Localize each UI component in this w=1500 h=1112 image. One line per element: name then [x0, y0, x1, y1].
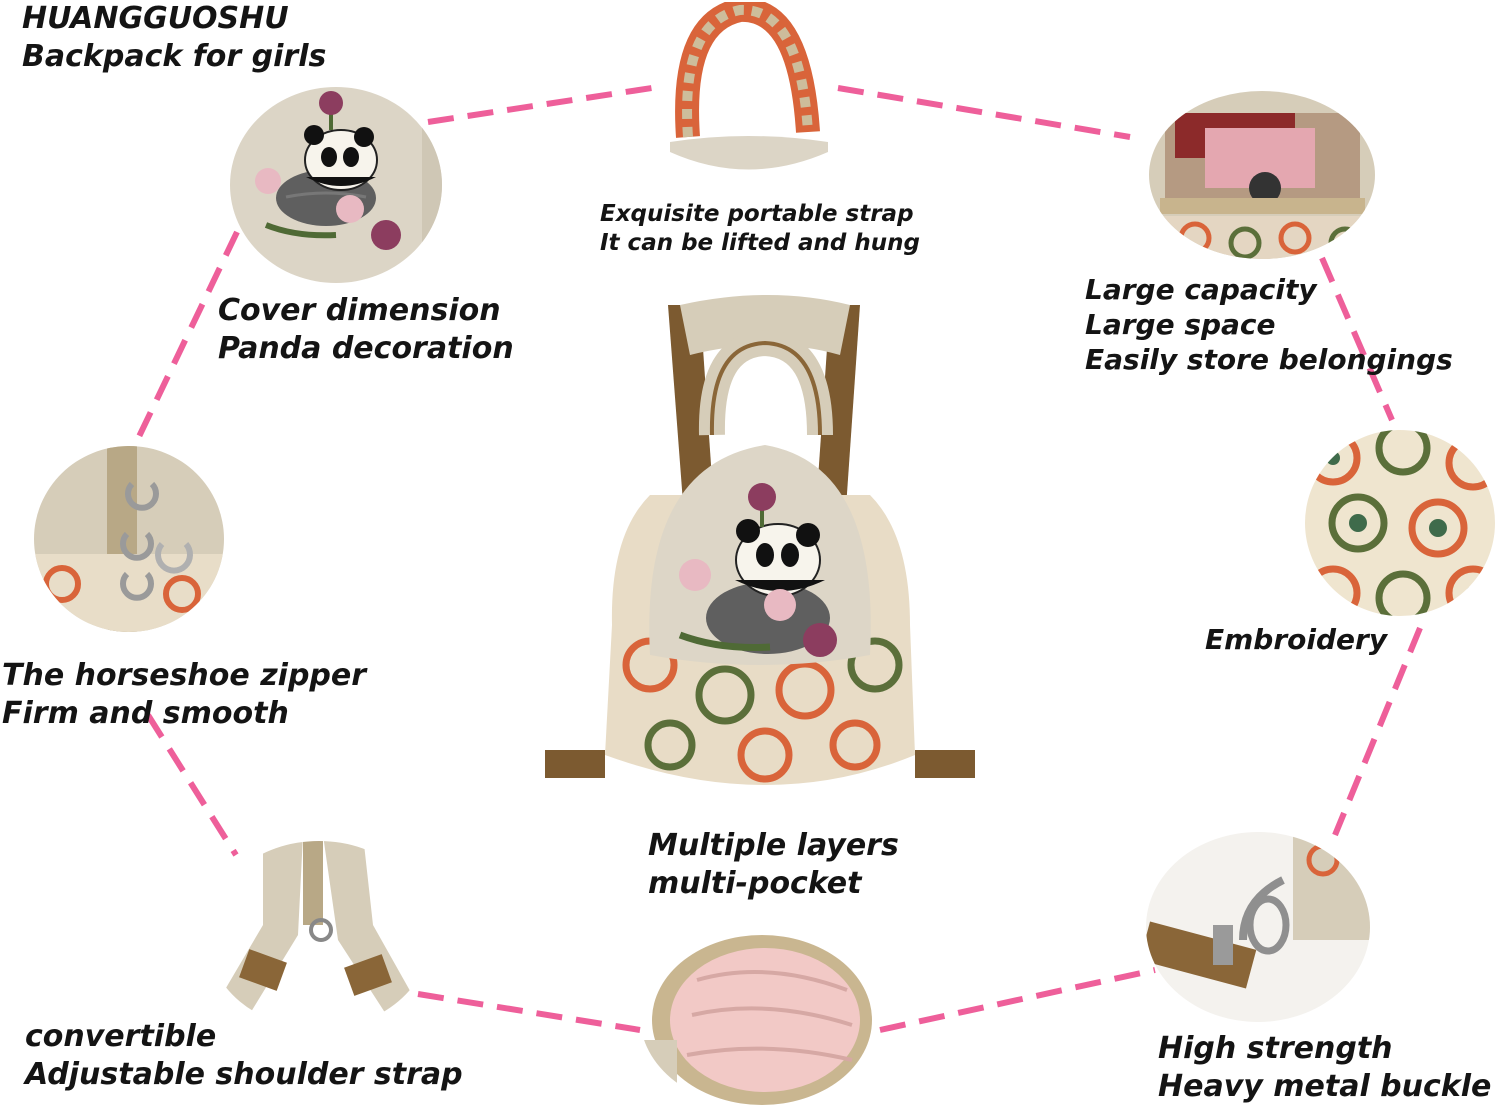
inner-pocket-icon [640, 924, 876, 1108]
backpack-main-image [545, 295, 975, 785]
connector-cover-strap [427, 83, 666, 125]
strap-line-1: Exquisite portable strap [600, 201, 914, 227]
connector-embroidery-buckle [1332, 626, 1423, 837]
panda-cover-icon [230, 87, 442, 283]
zipper-caption: The horseshoe zipper Firm and smooth [2, 657, 366, 732]
shoulder-line-1: convertible [25, 1019, 217, 1054]
embroidery-caption: Embroidery [1205, 622, 1387, 657]
zipper-line-2: Firm and smooth [2, 695, 289, 731]
cover-line-1: Cover dimension [218, 293, 501, 328]
portable-strap-icon [670, 2, 828, 170]
capacity-line-2: Large space [1085, 308, 1276, 341]
brand-name: HUANGGUOSHU [22, 1, 289, 36]
brand-caption: HUANGGUOSHU Backpack for girls [22, 0, 326, 75]
capacity-caption: Large capacity Large space Easily store … [1085, 272, 1453, 377]
capacity-line-3: Easily store belongings [1085, 343, 1453, 376]
connector-zipper-shoulder [145, 713, 239, 857]
shoulder-line-2: Adjustable shoulder strap [25, 1056, 463, 1092]
horseshoe-zipper-icon [34, 446, 224, 632]
embroidery-line-1: Embroidery [1205, 623, 1388, 656]
strap-line-2: It can be lifted and hung [600, 229, 920, 256]
cover-caption: Cover dimension Panda decoration [218, 292, 514, 367]
connector-capacity-embroidery [1319, 256, 1395, 422]
open-compartment-icon [1149, 91, 1375, 259]
zipper-line-1: The horseshoe zipper [2, 658, 367, 693]
buckle-line-1: High strength [1158, 1031, 1393, 1066]
buckle-line-2: Heavy metal buckle [1158, 1068, 1492, 1104]
capacity-line-1: Large capacity [1085, 273, 1317, 306]
brand-tagline: Backpack for girls [22, 38, 327, 74]
pocket-caption: Multiple layers multi-pocket [648, 827, 899, 902]
pocket-line-2: multi-pocket [648, 865, 862, 901]
connector-pocket-buckle [879, 967, 1156, 1033]
shoulder-caption: convertible Adjustable shoulder strap [25, 1018, 463, 1093]
strap-caption: Exquisite portable strap It can be lifte… [600, 200, 920, 258]
connector-strap-capacity [837, 85, 1131, 140]
pocket-line-1: Multiple layers [648, 828, 899, 863]
embroidery-pattern-icon [1305, 430, 1495, 616]
cover-line-2: Panda decoration [218, 330, 514, 366]
buckle-caption: High strength Heavy metal buckle [1158, 1030, 1491, 1105]
metal-buckle-icon [1146, 832, 1370, 1022]
shoulder-strap-icon [207, 841, 431, 1029]
